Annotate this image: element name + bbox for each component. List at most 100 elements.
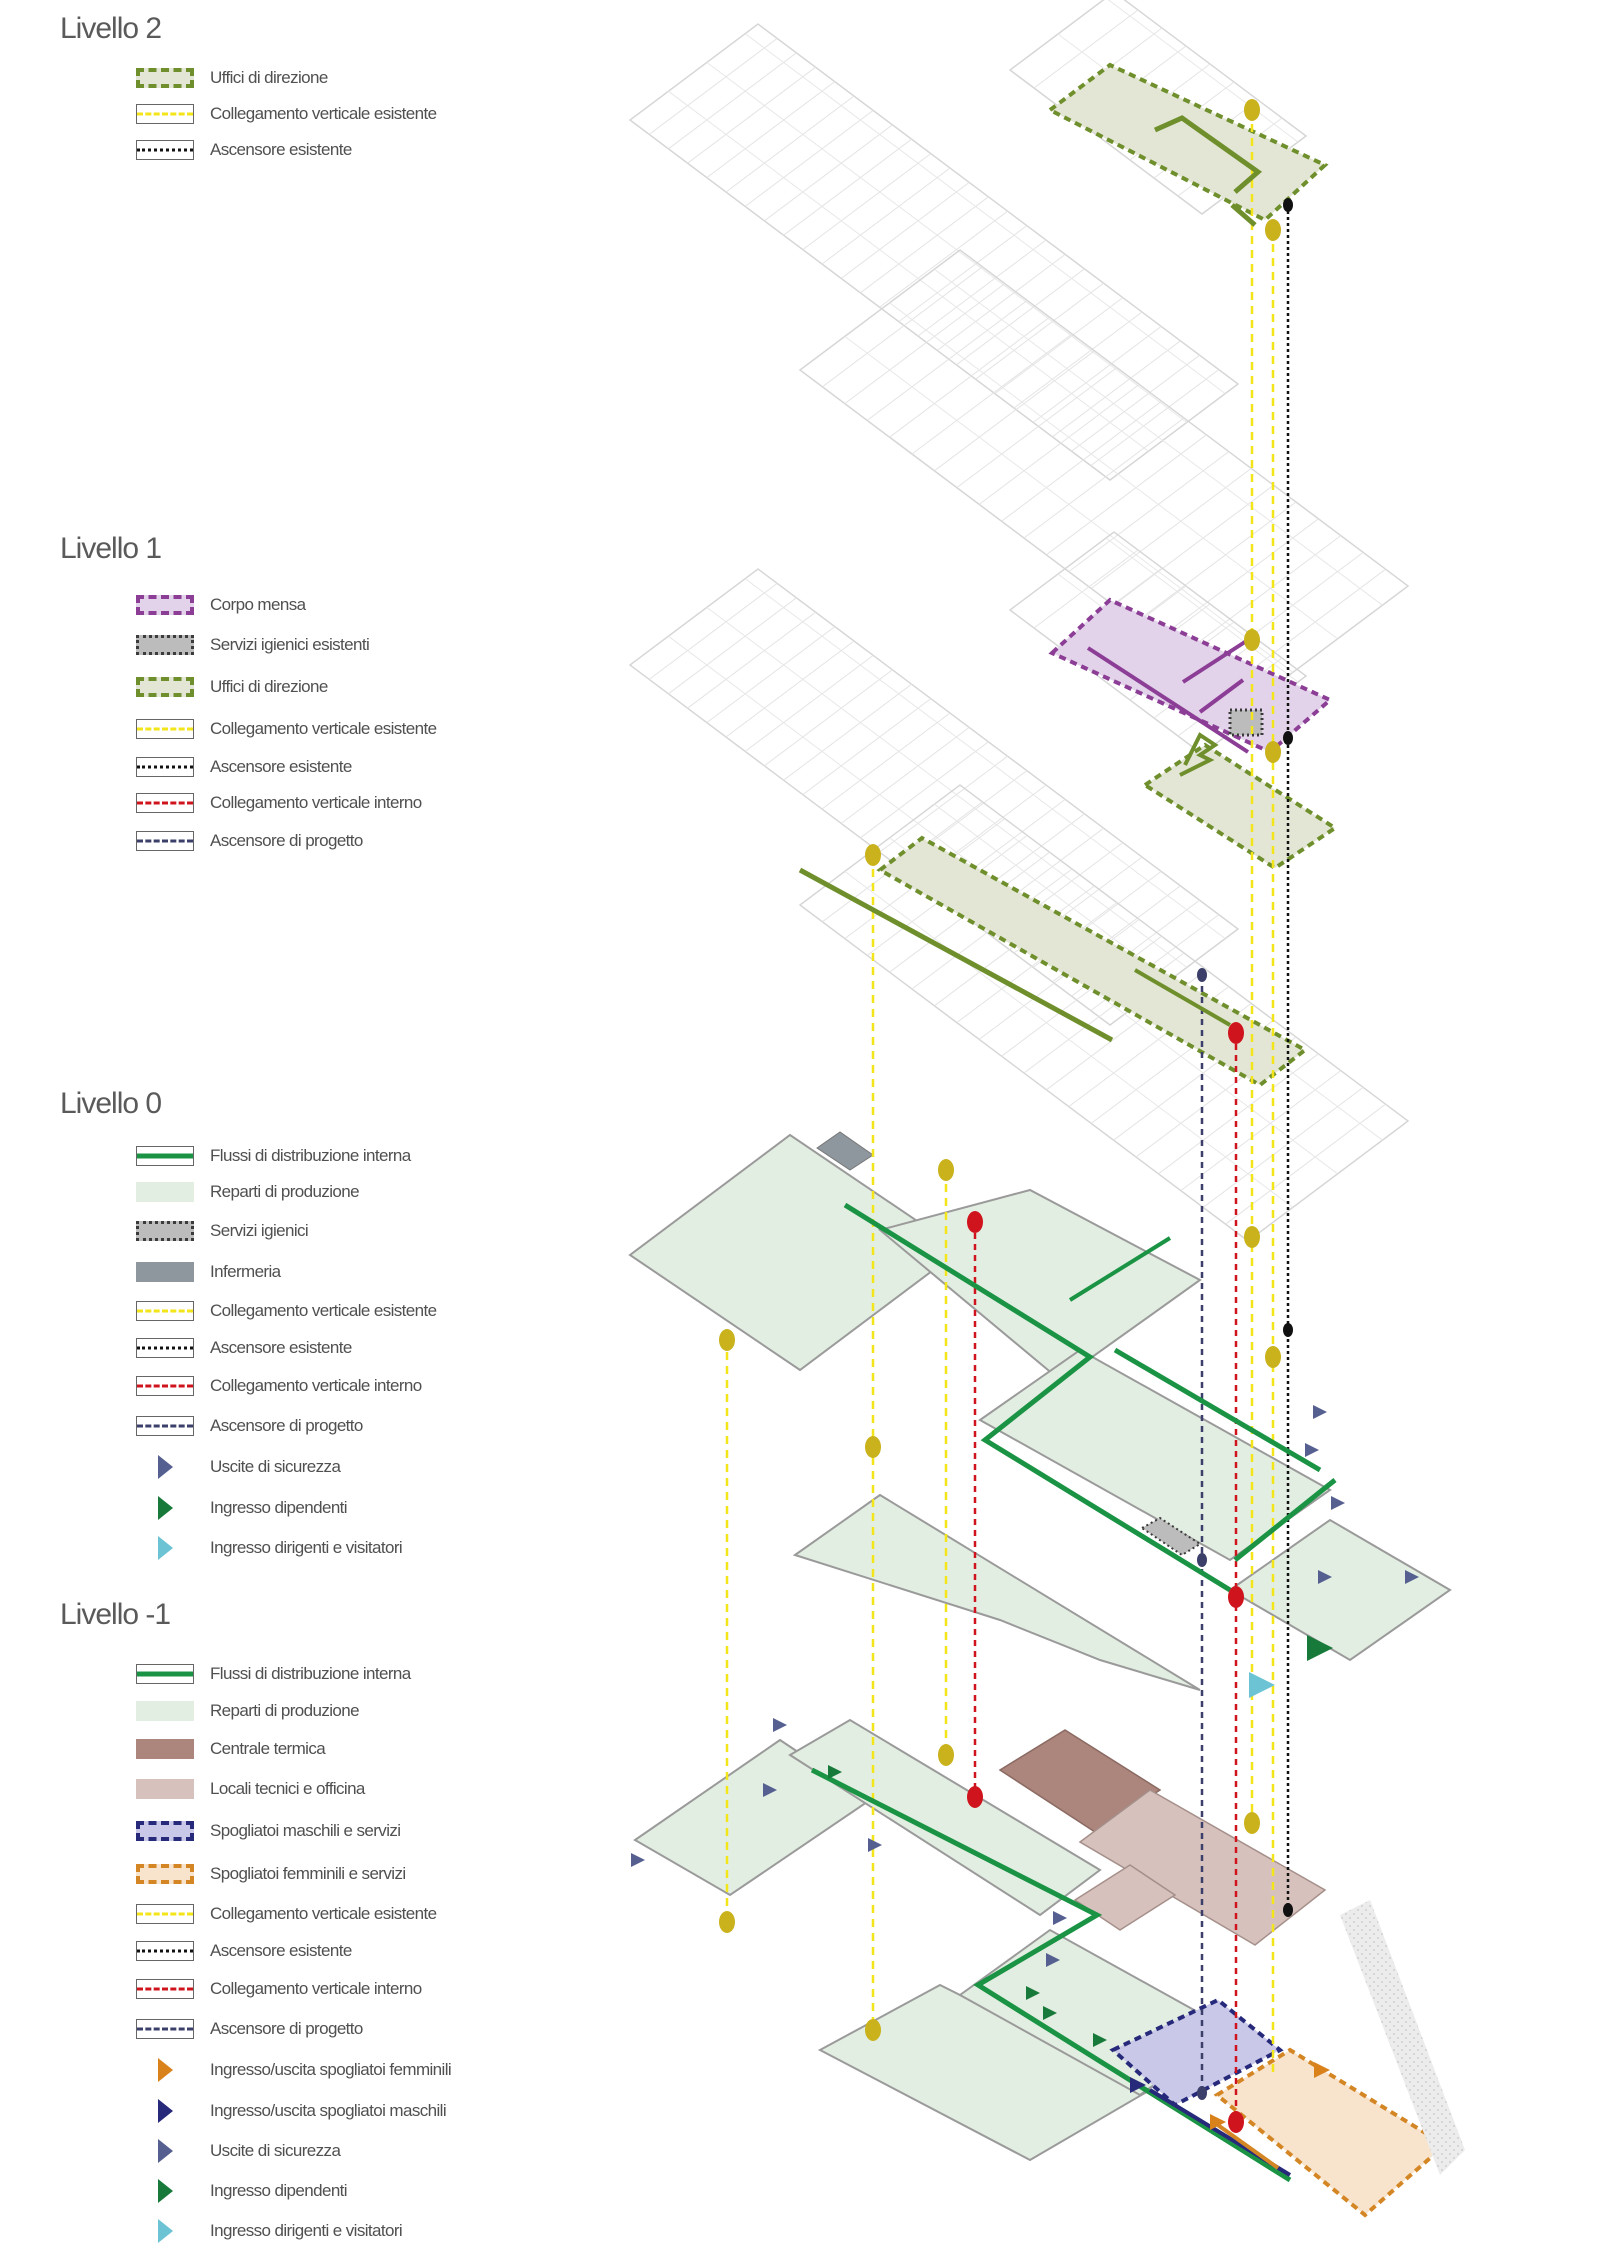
legend-item: Spogliatoi femminili e servizi (136, 1853, 451, 1895)
legend-swatch (136, 1664, 194, 1684)
vertical-existing-node (1265, 741, 1281, 763)
level-2-plan-ne (1008, 0, 1308, 215)
legend-label: Ingresso dipendenti (210, 1498, 348, 1517)
plan-grid-line (844, 335, 1294, 673)
plan-grid-line (844, 871, 1294, 1208)
legend-item: Collegamento verticale esistente (136, 96, 437, 132)
legend-item: Collegamento verticale interno (136, 1366, 437, 1406)
plan-grid-line (1202, 1087, 1364, 1208)
plan-grid-line (1113, 484, 1274, 606)
vertical-existing-node (865, 1436, 881, 1458)
plan-grid-line (648, 38, 778, 135)
legend-item: Ingresso dirigenti e visitatori (136, 2211, 451, 2251)
legend-label: Uscite di sicurezza (210, 2141, 341, 2160)
legend-item: Corpo mensa (136, 585, 437, 625)
legend-label: Ascensore di progetto (210, 2019, 363, 2038)
legend-item: Uscite di sicurezza (136, 1446, 437, 1488)
plan-grid-line (917, 239, 1047, 337)
legend-swatch (136, 1701, 194, 1721)
plan-grid-line (802, 698, 932, 795)
vertical-existing-node (1244, 629, 1260, 651)
plan-grid-line (783, 683, 912, 781)
legend-label: Ascensore esistente (210, 1338, 352, 1357)
legend-label: Ingresso dirigenti e visitatori (210, 2221, 403, 2240)
legend-swatch (136, 1376, 194, 1396)
elevator-existing-node (1283, 731, 1293, 745)
legend-item: Reparti di produzione (136, 1174, 437, 1210)
plan-grid-line (978, 919, 1140, 1040)
level-1-mensa-flow (1198, 678, 1245, 714)
plan-grid-line (764, 669, 893, 767)
triangle-marker-icon (136, 2179, 194, 2203)
level-0-east-flow (1113, 1347, 1322, 1473)
plan-grid-line (994, 297, 1124, 395)
plan-grid-line (687, 611, 816, 709)
level-minus1-centrale-termica (998, 1729, 1162, 1833)
legend-swatch (136, 1416, 194, 1436)
vertical-existing-node (1265, 1346, 1281, 1368)
legend-swatch (136, 1739, 194, 1759)
plan-grid-line (1033, 549, 1139, 629)
plan-grid-line (744, 33, 1226, 395)
plan-grid-line (936, 253, 1066, 351)
legend-item: Ingresso dipendenti (136, 2171, 451, 2211)
elevator-existing-node (1283, 1903, 1293, 1917)
legend-swatch (136, 1904, 194, 1924)
triangle-marker-icon (136, 2099, 194, 2123)
plan-grid-line (1032, 325, 1162, 423)
plan-grid-line (879, 210, 1008, 308)
legend-item: Ascensore di progetto (136, 1406, 437, 1446)
legend-label: Collegamento verticale interno (210, 793, 422, 812)
level-1-servizi-zone (1228, 708, 1264, 737)
legend-label: Ingresso/uscita spogliatoi maschili (210, 2101, 447, 2120)
plan-grid-line (706, 607, 1188, 968)
legend-item: Servizi igienici esistenti (136, 625, 437, 665)
uscita-sicurezza-marker (1046, 1953, 1060, 1967)
level-1-office-corridor-flow (798, 867, 1114, 1043)
plan-grid-line (975, 282, 1104, 380)
legend-label: Uffici di direzione (210, 677, 328, 696)
elevator-project-node (1197, 1553, 1207, 1567)
legend-swatch (136, 1301, 194, 1321)
legend-item: Ascensore esistente (136, 1933, 451, 1969)
legend-item: Ingresso/uscita spogliatoi maschili (136, 2091, 451, 2131)
ingresso-maschili-marker (1130, 2077, 1146, 2093)
vertical-internal-node (1228, 1586, 1244, 1608)
uscita-sicurezza-marker (1331, 1496, 1345, 1510)
legend-item: Ascensore di progetto (136, 2009, 451, 2049)
vertical-internal-node (1228, 2111, 1244, 2133)
legend-swatch (136, 104, 194, 124)
legend-swatch (136, 595, 194, 615)
legend-item: Locali tecnici e officina (136, 1769, 451, 1809)
plan-grid-line (934, 268, 1383, 606)
legend-item: Ascensore esistente (136, 749, 437, 785)
legend-swatch (136, 1821, 194, 1841)
legend-label: Locali tecnici e officina (210, 1779, 365, 1798)
triangle-marker-icon (136, 2139, 194, 2163)
plan-grid-line (1158, 1053, 1319, 1175)
legend-label: Spogliatoi maschili e servizi (210, 1821, 401, 1840)
level-0-servizi-zone (1140, 1516, 1202, 1557)
ingresso-dipendenti-marker (1026, 1986, 1040, 2000)
level-0-reparto-centre (978, 1348, 1332, 1562)
legend-item: Centrale termica (136, 1729, 451, 1769)
level-1-office-flow (1179, 732, 1219, 777)
uscita-sicurezza-marker (773, 1718, 787, 1732)
legend-label: Ascensore esistente (210, 1941, 352, 1960)
plan-grid-line (889, 302, 1338, 640)
level-0-reparto-ne (877, 1188, 1202, 1382)
uscita-sicurezza-marker (1318, 1570, 1332, 1584)
legend-label: Ingresso/uscita spogliatoi femminili (210, 2060, 452, 2079)
legend-swatch (136, 2019, 194, 2039)
plan-grid-line (879, 755, 1008, 853)
plan-grid-line (1071, 354, 1200, 452)
legend-label: Collegamento verticale esistente (210, 1301, 437, 1320)
level-1-plan-lower (798, 784, 1410, 1242)
level-title: Livello 2 (60, 12, 162, 45)
level-0-main-flow (843, 1202, 1232, 1593)
legend-item: Ascensore di progetto (136, 821, 437, 861)
legend-swatch (136, 719, 194, 739)
legend-label: Uscite di sicurezza (210, 1457, 341, 1476)
uscita-sicurezza-marker (1313, 1405, 1327, 1419)
